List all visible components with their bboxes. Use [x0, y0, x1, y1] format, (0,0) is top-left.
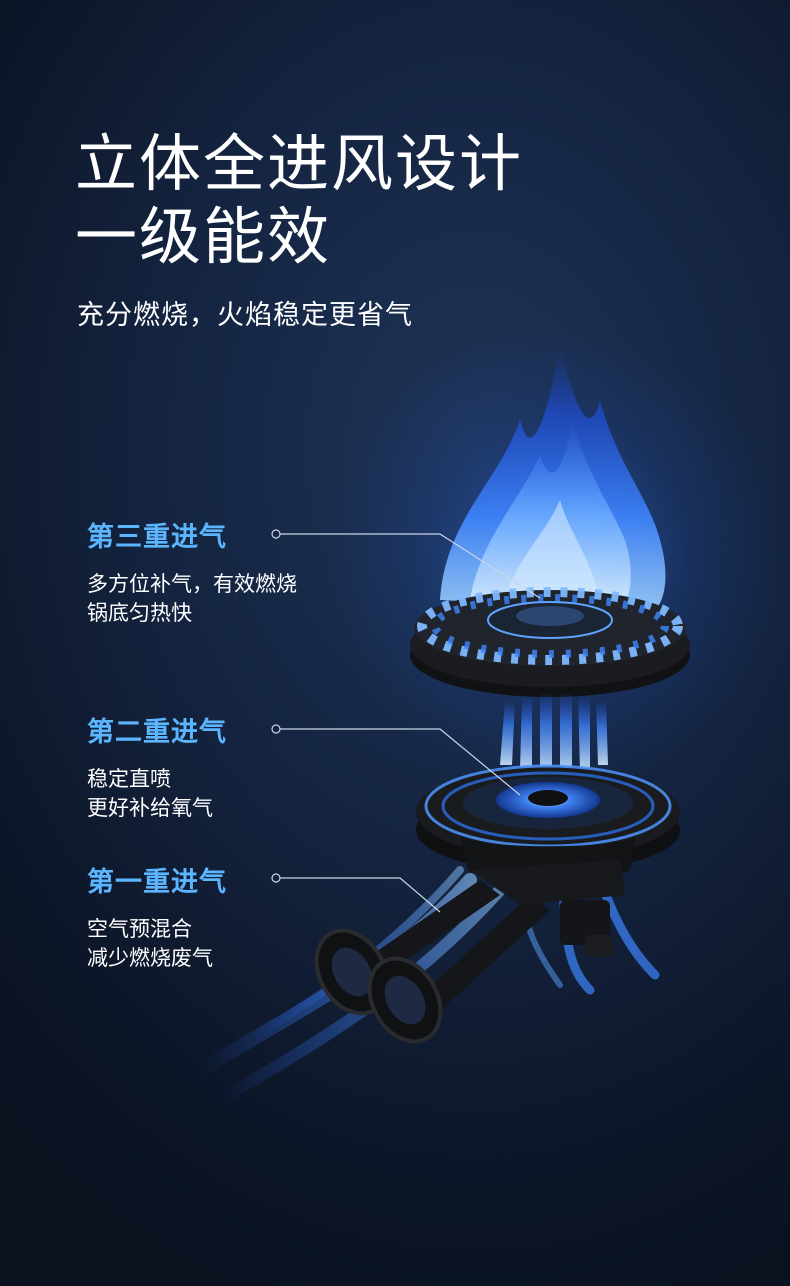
callout-line: 多方位补气，有效燃烧: [87, 572, 297, 596]
callout-description: 多方位补气，有效燃烧 锅底匀热快: [87, 570, 297, 628]
callout-line: 稳定直喷: [87, 767, 171, 791]
subtitle: 充分燃烧，火焰稳定更省气: [77, 300, 413, 331]
leader-line-1: [280, 877, 441, 913]
headline-line-1: 立体全进风设计: [75, 127, 524, 200]
headline-line-2: 一级能效: [75, 199, 332, 273]
callout-title: 第二重进气: [87, 717, 227, 748]
burner-cap: [410, 587, 690, 697]
callout-third-intake: 第三重进气 多方位补气，有效燃烧 锅底匀热快: [87, 515, 297, 628]
leader-dot-1: [271, 873, 281, 883]
callout-title: 第一重进气: [87, 867, 227, 898]
headline: 立体全进风设计 一级能效: [75, 127, 524, 273]
callout-title: 第三重进气: [87, 522, 227, 553]
callout-first-intake: 第一重进气 空气预混合 减少燃烧废气: [87, 860, 227, 973]
leader-line-2: [280, 728, 521, 796]
callout-line: 更好补给氧气: [87, 796, 213, 820]
callout-line: 空气预混合: [87, 917, 192, 941]
leader-dot-2: [271, 724, 281, 734]
callout-line: 减少燃烧废气: [87, 946, 213, 970]
callout-line: 锅底匀热快: [87, 601, 192, 625]
leader-lines: [271, 529, 541, 913]
main-flame: [440, 345, 666, 610]
callout-description: 空气预混合 减少燃烧废气: [87, 915, 227, 973]
callout-description: 稳定直喷 更好补给氧气: [87, 765, 227, 823]
vertical-jets: [500, 692, 608, 772]
burner-head: [416, 764, 680, 882]
leader-line-3: [280, 533, 541, 599]
air-shutter-rings: [314, 928, 443, 1044]
callout-second-intake: 第二重进气 稳定直喷 更好补给氧气: [87, 710, 227, 823]
